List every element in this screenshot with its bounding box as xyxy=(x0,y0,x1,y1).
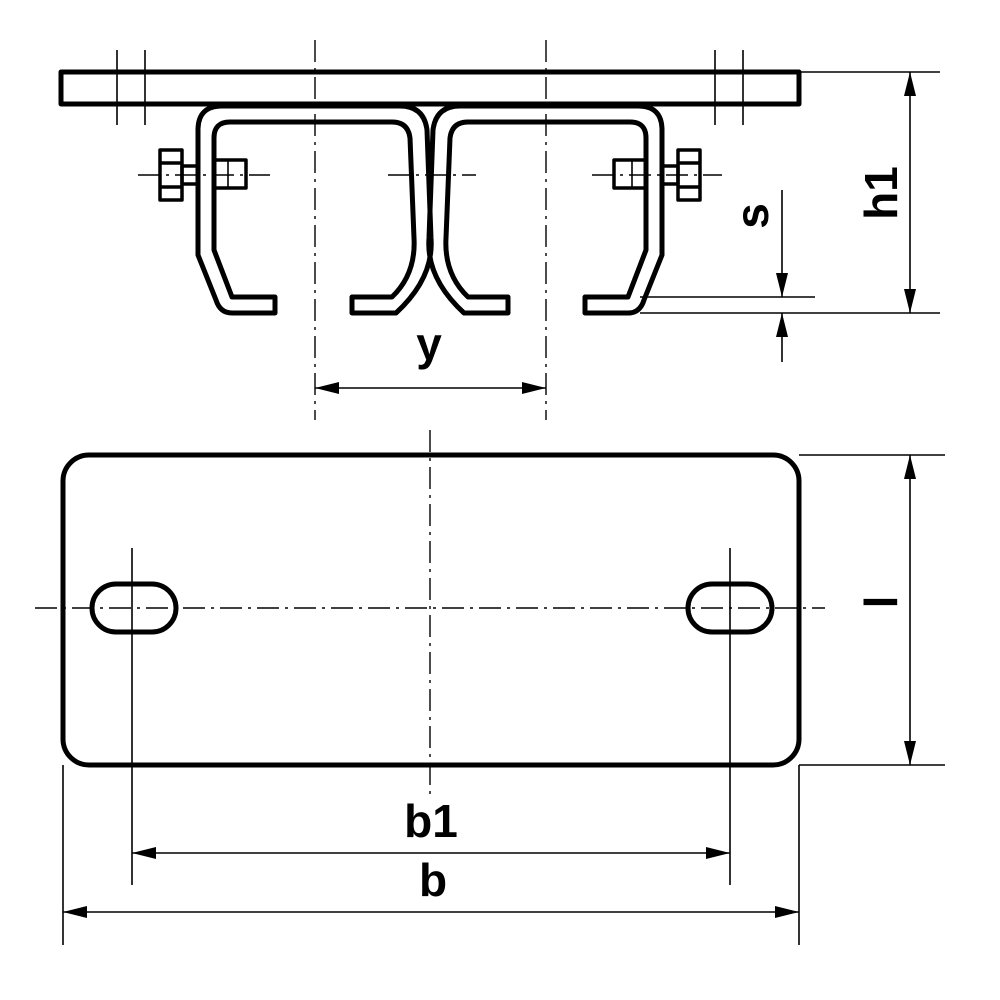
dimension-s: s xyxy=(640,190,815,362)
dimension-label-h1: h1 xyxy=(855,166,907,220)
dimension-y: y xyxy=(315,318,546,394)
base-plate xyxy=(60,452,802,768)
plate-hole-lines xyxy=(116,50,744,125)
right-c-profile xyxy=(426,103,665,316)
dimension-b: b xyxy=(63,854,799,918)
dimension-b1: b1 xyxy=(132,795,730,859)
plan-view-centerlines xyxy=(35,430,825,795)
side-view-centerlines xyxy=(138,40,722,420)
dimension-label-y: y xyxy=(416,318,442,370)
side-view: y h1 s xyxy=(58,40,940,420)
dimension-l: l xyxy=(799,454,945,766)
dimension-label-l: l xyxy=(855,596,907,609)
dimension-label-s: s xyxy=(726,203,778,229)
mounting-plate xyxy=(58,69,802,107)
left-c-profile xyxy=(195,103,434,316)
dimension-label-b1: b1 xyxy=(404,795,458,847)
dimension-h1: h1 xyxy=(640,71,940,314)
plan-view: l b1 b xyxy=(35,430,945,945)
b1-extension-lines xyxy=(131,548,731,885)
b-extension-lines xyxy=(62,765,800,945)
dimension-label-b: b xyxy=(419,854,447,906)
